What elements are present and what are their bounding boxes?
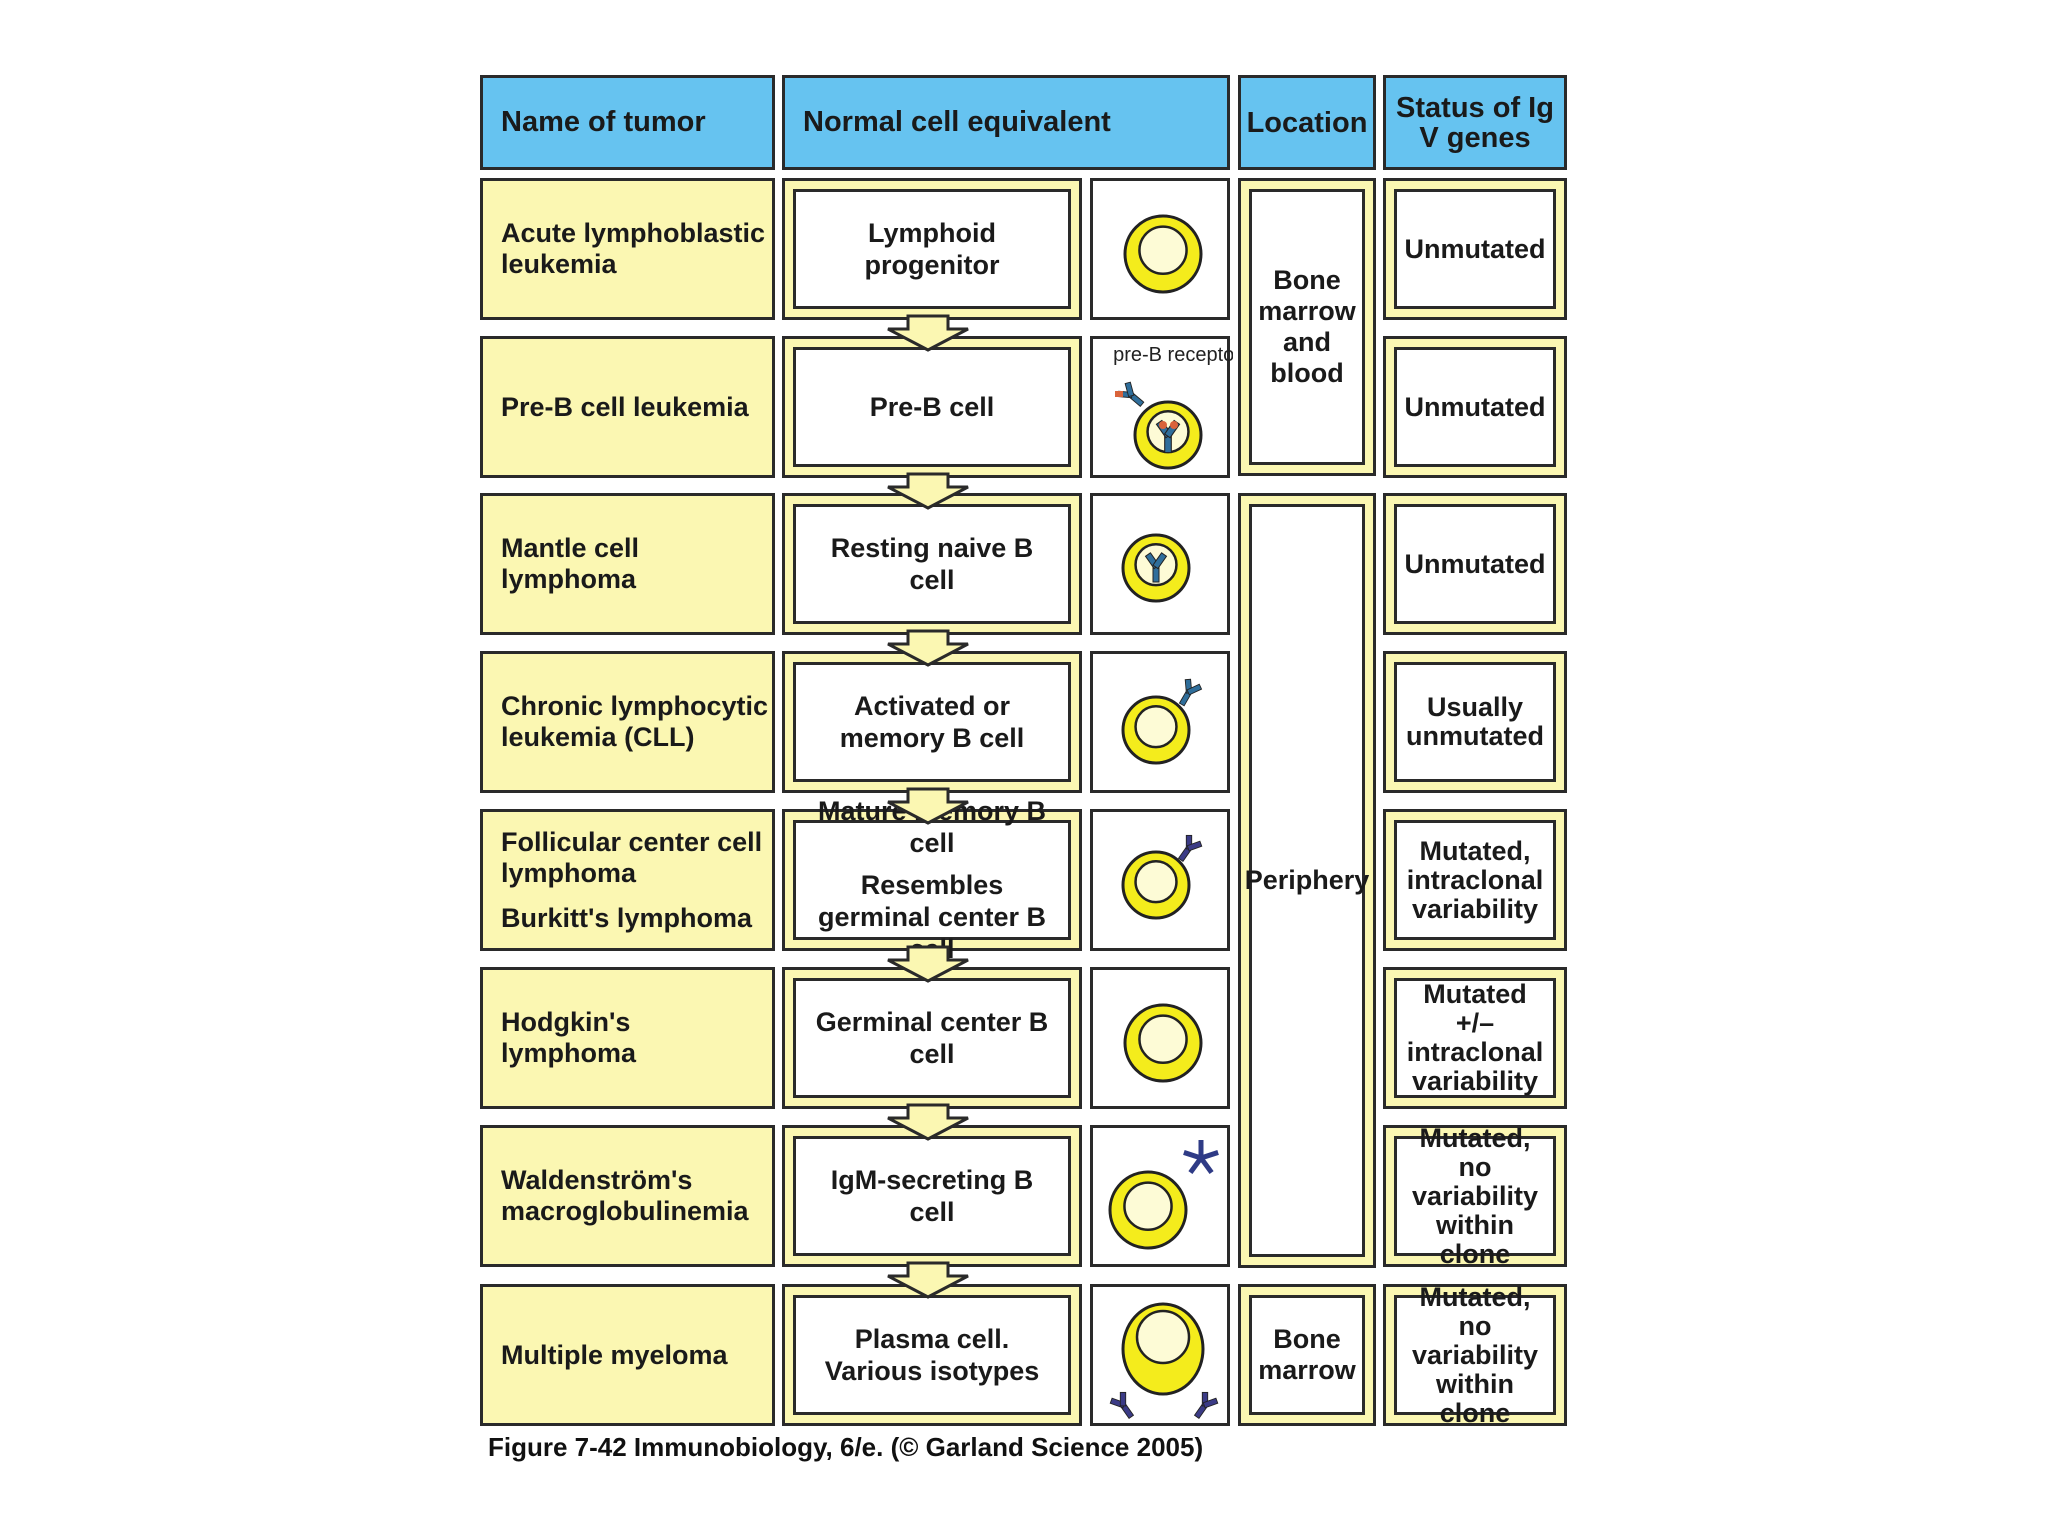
tumor-name: Mantle cell lymphoma bbox=[501, 533, 640, 594]
normal-cell-label: Resting naive B cell bbox=[830, 533, 1034, 595]
tumor-name: Acute lymphoblastic leukemia bbox=[501, 218, 766, 279]
normal-cell-label: Lymphoid progenitor bbox=[864, 218, 1000, 280]
location-bone-marrow-and-blood: Bone marrow and blood bbox=[1238, 178, 1376, 476]
normal-cell-equivalent: Pre-B cell bbox=[782, 336, 1082, 478]
ig-v-gene-status: Usually unmutated bbox=[1383, 651, 1567, 793]
normal-cell-box: Pre-B cell bbox=[793, 347, 1071, 467]
figure-caption: Figure 7-42 Immunobiology, 6/e. (© Garla… bbox=[488, 1432, 1204, 1462]
location-periphery: Periphery bbox=[1238, 493, 1376, 1268]
normal-cell-note: Resembles germinal center B cell bbox=[817, 870, 1047, 964]
normal-cell-box: Germinal center B cell bbox=[793, 978, 1071, 1098]
tumor-name-cell: Waldenström's macroglobulinemia bbox=[480, 1125, 775, 1267]
status-label: Unmutated bbox=[1404, 548, 1546, 579]
location-label: Bone marrow and blood bbox=[1249, 189, 1365, 465]
tumor-name-cell: Chronic lymphocytic leukemia (CLL) bbox=[480, 651, 775, 793]
normal-cell-box: Plasma cell. Various isotypes bbox=[793, 1295, 1071, 1415]
pre-b-receptor-cell-icon: pre-B receptor bbox=[1090, 336, 1233, 478]
normal-cell-box: Lymphoid progenitor bbox=[793, 189, 1071, 309]
tumor-name-cell: Hodgkin's lymphoma bbox=[480, 967, 775, 1109]
header-name-of-tumor: Name of tumor bbox=[480, 75, 775, 170]
normal-cell-box: Activated or memory B cell bbox=[793, 662, 1071, 782]
ig-v-gene-status: Unmutated bbox=[1383, 336, 1567, 478]
location-label: Bone marrow bbox=[1249, 1295, 1365, 1415]
normal-cell-label: Mature memory B cell bbox=[817, 796, 1047, 858]
tumor-name-cell: Acute lymphoblastic leukemia bbox=[480, 178, 775, 320]
tumor-name: Multiple myeloma bbox=[501, 1339, 728, 1370]
location-label: Periphery bbox=[1245, 504, 1369, 1257]
status-box: Unmutated bbox=[1394, 504, 1556, 624]
tumor-name: Follicular center cell lymphoma bbox=[501, 826, 763, 888]
status-label: Usually unmutated bbox=[1406, 692, 1544, 751]
header-status-ig-v-genes: Status of Ig V genes bbox=[1383, 75, 1567, 170]
ig-v-gene-status: Mutated +/– intraclonal variability bbox=[1383, 967, 1567, 1109]
status-box: Unmutated bbox=[1394, 189, 1556, 309]
status-label: Mutated, no variability within clone bbox=[1411, 1281, 1539, 1428]
plain-cell-icon bbox=[1090, 967, 1230, 1109]
normal-cell-equivalent: Resting naive B cell bbox=[782, 493, 1082, 635]
header-location: Location bbox=[1238, 75, 1376, 170]
status-box: Mutated +/– intraclonal variability bbox=[1394, 978, 1556, 1098]
status-label: Unmutated bbox=[1404, 391, 1546, 422]
normal-cell-equivalent: Lymphoid progenitor bbox=[782, 178, 1082, 320]
ig-v-gene-status: Unmutated bbox=[1383, 493, 1567, 635]
normal-cell-equivalent: IgM-secreting B cell bbox=[782, 1125, 1082, 1267]
normal-cell-equivalent: Activated or memory B cell bbox=[782, 651, 1082, 793]
ig-v-gene-status: Unmutated bbox=[1383, 178, 1567, 320]
mature-memory-b-cell-icon bbox=[1090, 809, 1230, 951]
normal-cell-label: Pre-B cell bbox=[869, 392, 995, 422]
status-box: Mutated, no variability within clone bbox=[1394, 1282, 1556, 1427]
status-label: Mutated +/– intraclonal variability bbox=[1406, 979, 1544, 1096]
naive-b-cell-icon bbox=[1090, 493, 1230, 635]
spacer bbox=[501, 889, 772, 903]
status-box: Usually unmutated bbox=[1394, 662, 1556, 782]
tumor-name-secondary: Burkitt's lymphoma bbox=[501, 902, 752, 933]
normal-cell-label: Plasma cell. Various isotypes bbox=[824, 1324, 1040, 1386]
normal-cell-label: Germinal center B cell bbox=[815, 1007, 1049, 1069]
normal-cell-equivalent: Plasma cell. Various isotypes bbox=[782, 1284, 1082, 1426]
plasma-cell-icon bbox=[1090, 1284, 1230, 1426]
normal-cell-box: IgM-secreting B cell bbox=[793, 1136, 1071, 1256]
igm-secreting-cell-icon bbox=[1090, 1125, 1230, 1267]
status-label: Mutated, no variability within clone bbox=[1411, 1122, 1539, 1269]
normal-cell-label: IgM-secreting B cell bbox=[830, 1165, 1034, 1227]
ig-v-gene-status: Mutated, no variability within clone bbox=[1383, 1123, 1567, 1268]
plain-cell-icon bbox=[1090, 178, 1230, 320]
tumor-name: Hodgkin's lymphoma bbox=[501, 1007, 637, 1068]
normal-cell-label: Activated or memory B cell bbox=[839, 691, 1025, 753]
tumor-name-cell: Multiple myeloma bbox=[480, 1284, 775, 1426]
tumor-name-cell: Pre-B cell leukemia bbox=[480, 336, 775, 478]
header-normal-cell-equivalent: Normal cell equivalent bbox=[782, 75, 1230, 170]
status-box: Unmutated bbox=[1394, 347, 1556, 467]
status-label: Unmutated bbox=[1404, 233, 1546, 264]
normal-cell-equivalent: Germinal center B cell bbox=[782, 967, 1082, 1109]
status-box: Mutated, no variability within clone bbox=[1394, 1123, 1556, 1268]
status-label: Mutated, intraclonal variability bbox=[1406, 835, 1544, 924]
tumor-name-cell: Mantle cell lymphoma bbox=[480, 493, 775, 635]
tumor-name: Waldenström's macroglobulinemia bbox=[501, 1165, 749, 1226]
tumor-name: Chronic lymphocytic leukemia (CLL) bbox=[501, 691, 769, 752]
location-bone-marrow: Bone marrow bbox=[1238, 1284, 1376, 1426]
tumor-name: Pre-B cell leukemia bbox=[501, 391, 749, 422]
ig-v-gene-status: Mutated, intraclonal variability bbox=[1383, 809, 1567, 951]
normal-cell-box: Resting naive B cell bbox=[793, 504, 1071, 624]
memory-b-cell-icon bbox=[1090, 651, 1230, 793]
ig-v-gene-status: Mutated, no variability within clone bbox=[1383, 1282, 1567, 1427]
status-box: Mutated, intraclonal variability bbox=[1394, 820, 1556, 940]
pre-b-receptor-label: pre-B receptor bbox=[1113, 344, 1233, 366]
